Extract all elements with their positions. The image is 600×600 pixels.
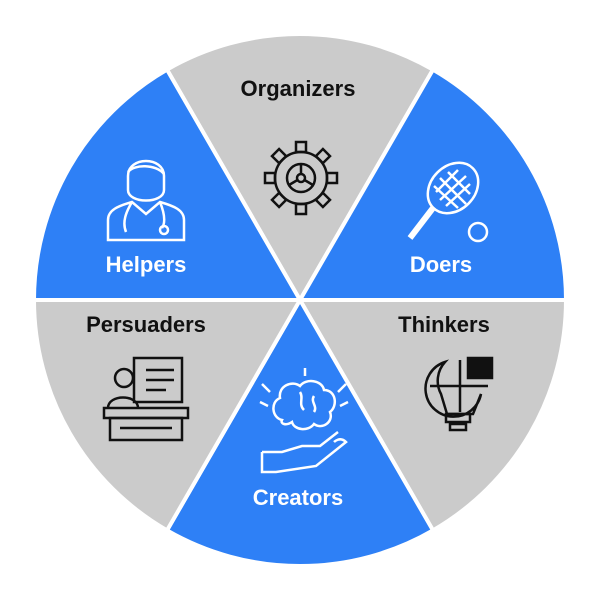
tennis-racket-icon xyxy=(407,161,489,243)
segment-label-doers: Doers xyxy=(410,252,472,277)
segment-doers xyxy=(296,66,569,302)
segment-label-creators: Creators xyxy=(253,485,343,510)
segment-label-persuaders: Persuaders xyxy=(86,312,206,337)
segment-thinkers xyxy=(296,298,569,534)
lightbulb-puzzle-icon xyxy=(424,356,494,432)
segment-persuaders xyxy=(31,298,304,534)
gear-icon xyxy=(263,140,339,216)
segment-label-organizers: Organizers xyxy=(241,76,356,101)
brain-hand-icon xyxy=(259,368,349,474)
segment-helpers xyxy=(31,66,304,302)
segment-creators xyxy=(164,295,436,568)
presenter-icon xyxy=(102,356,190,442)
doctor-icon xyxy=(106,159,186,242)
segment-label-helpers: Helpers xyxy=(106,252,187,277)
segment-label-thinkers: Thinkers xyxy=(398,312,490,337)
